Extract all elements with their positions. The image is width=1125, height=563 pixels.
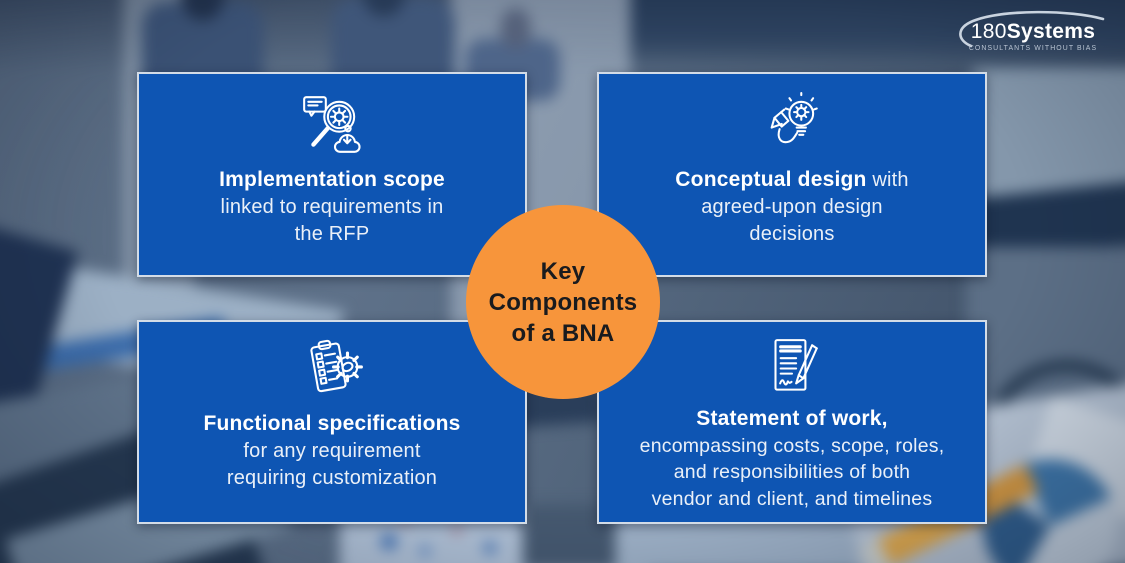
pencil-lightbulb-icon: [759, 92, 825, 158]
magnifier-gear-icon: [299, 92, 365, 158]
card-implementation-scope: Implementation scope linked to requireme…: [137, 72, 527, 277]
document-pen-icon: [759, 336, 825, 402]
logo-swoosh-icon: [959, 10, 1105, 48]
card-text: Implementation scope linked to requireme…: [219, 168, 445, 245]
center-title-line: of a BNA: [511, 319, 615, 347]
card-text: Functional specifications for any requir…: [203, 412, 461, 489]
card-conceptual-design: Conceptual design with agreed-upon desig…: [597, 72, 987, 277]
logo-tagline: CONSULTANTS WITHOUT BIAS: [968, 45, 1098, 52]
checklist-gear-icon: [299, 336, 365, 402]
card-functional-specifications: Functional specifications for any requir…: [137, 320, 527, 524]
center-title-line: Key: [540, 257, 586, 285]
card-title-line: Statement of work,: [696, 407, 888, 430]
card-text: Conceptual design with agreed-upon desig…: [675, 168, 909, 245]
company-logo: 180Systems CONSULTANTS WITHOUT BIAS: [957, 10, 1109, 52]
center-title-circle: Key Components of a BNA: [466, 205, 660, 399]
center-title-line: Components: [488, 288, 638, 316]
card-title-line: Implementation scope: [219, 168, 445, 191]
logo-name: 180Systems: [970, 20, 1096, 43]
card-text: Statement of work, encompassing costs, s…: [639, 407, 945, 510]
card-title-line: Conceptual design with: [675, 168, 909, 191]
card-statement-of-work: Statement of work, encompassing costs, s…: [597, 320, 987, 524]
card-title-line: Functional specifications: [203, 412, 461, 435]
